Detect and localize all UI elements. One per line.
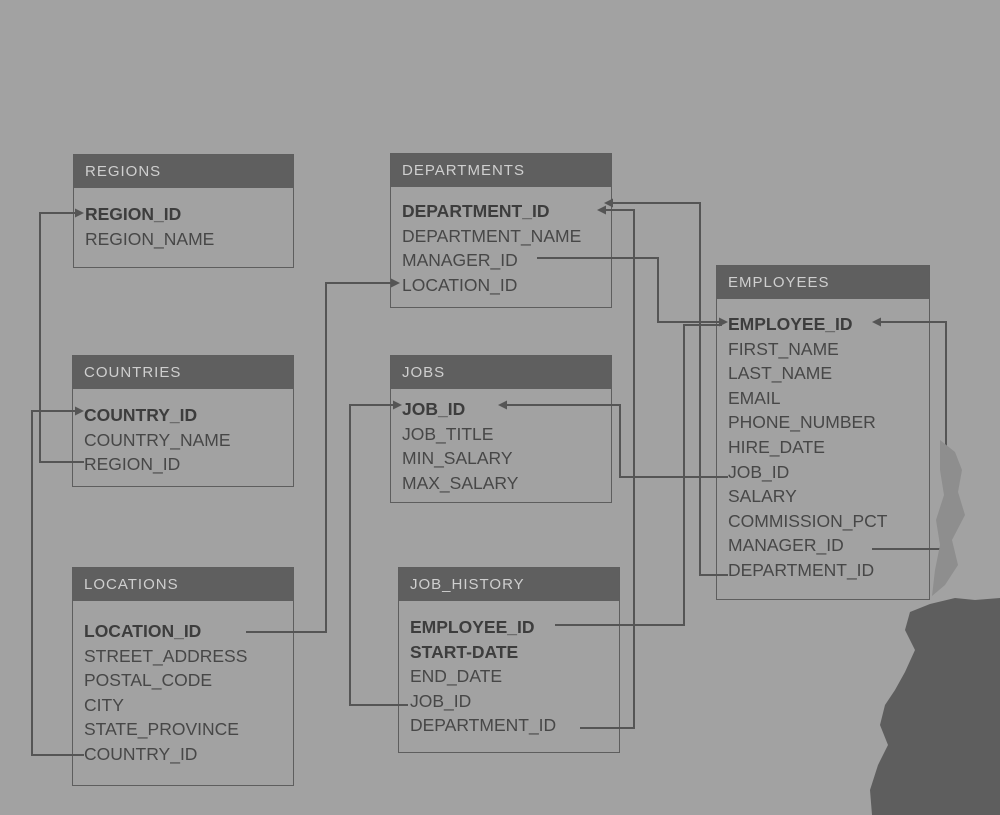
table-title: JOB_HISTORY (399, 568, 619, 601)
table-title: EMPLOYEES (717, 266, 929, 299)
field-phone-number: PHONE_NUMBER (728, 412, 876, 433)
table-regions: REGIONS REGION_ID REGION_NAME (73, 154, 294, 268)
field-city: CITY (84, 694, 124, 715)
field-region-id: REGION_ID (85, 204, 182, 224)
field-country-name: COUNTRY_NAME (84, 429, 231, 450)
table-job-history: JOB_HISTORY EMPLOYEE_ID START-DATE END_D… (398, 567, 620, 753)
field-department-id: DEPARTMENT_ID (402, 201, 550, 221)
field-employee-id: EMPLOYEE_ID (410, 617, 535, 637)
table-title: REGIONS (74, 155, 293, 188)
field-first-name: FIRST_NAME (728, 338, 839, 359)
field-department-name: DEPARTMENT_NAME (402, 225, 582, 246)
field-last-name: LAST_NAME (728, 363, 833, 384)
field-country-id: COUNTRY_ID (84, 743, 198, 764)
field-start-date: START-DATE (410, 641, 519, 662)
field-country-id: COUNTRY_ID (84, 405, 198, 425)
field-state-province: STATE_PROVINCE (84, 719, 239, 740)
field-postal-code: POSTAL_CODE (84, 670, 213, 691)
table-title: JOBS (391, 356, 611, 389)
field-salary: SALARY (728, 486, 797, 507)
field-job-id: JOB_ID (402, 399, 466, 419)
field-department-id: DEPARTMENT_ID (728, 559, 875, 580)
table-title: COUNTRIES (73, 356, 293, 389)
table-title: DEPARTMENTS (391, 154, 611, 187)
field-email: EMAIL (728, 387, 781, 408)
field-street-address: STREET_ADDRESS (84, 645, 248, 666)
table-countries: COUNTRIES COUNTRY_ID COUNTRY_NAME REGION… (72, 355, 294, 487)
field-end-date: END_DATE (410, 666, 503, 687)
table-jobs: JOBS JOB_ID JOB_TITLE MIN_SALARY MAX_SAL… (390, 355, 612, 503)
field-job-id: JOB_ID (728, 461, 790, 482)
field-region-name: REGION_NAME (85, 228, 215, 249)
table-locations: LOCATIONS LOCATION_ID STREET_ADDRESS POS… (72, 567, 294, 786)
field-location-id: LOCATION_ID (84, 621, 202, 641)
table-title: LOCATIONS (73, 568, 293, 601)
field-department-id: DEPARTMENT_ID (410, 715, 557, 736)
field-hire-date: HIRE_DATE (728, 436, 825, 457)
field-manager-id: MANAGER_ID (402, 250, 518, 271)
field-manager-id: MANAGER_ID (728, 535, 844, 556)
field-min-salary: MIN_SALARY (402, 448, 513, 469)
table-employees: EMPLOYEES EMPLOYEE_ID FIRST_NAME LAST_NA… (716, 265, 930, 600)
field-location-id: LOCATION_ID (402, 274, 518, 295)
field-job-title: JOB_TITLE (402, 423, 494, 444)
field-employee-id: EMPLOYEE_ID (728, 314, 853, 334)
field-job-id: JOB_ID (410, 690, 472, 711)
field-max-salary: MAX_SALARY (402, 472, 519, 493)
table-departments: DEPARTMENTS DEPARTMENT_ID DEPARTMENT_NAM… (390, 153, 612, 308)
field-region-id: REGION_ID (84, 454, 181, 475)
rel-employees-departments (610, 202, 728, 576)
field-commission-pct: COMMISSION_PCT (728, 510, 888, 531)
